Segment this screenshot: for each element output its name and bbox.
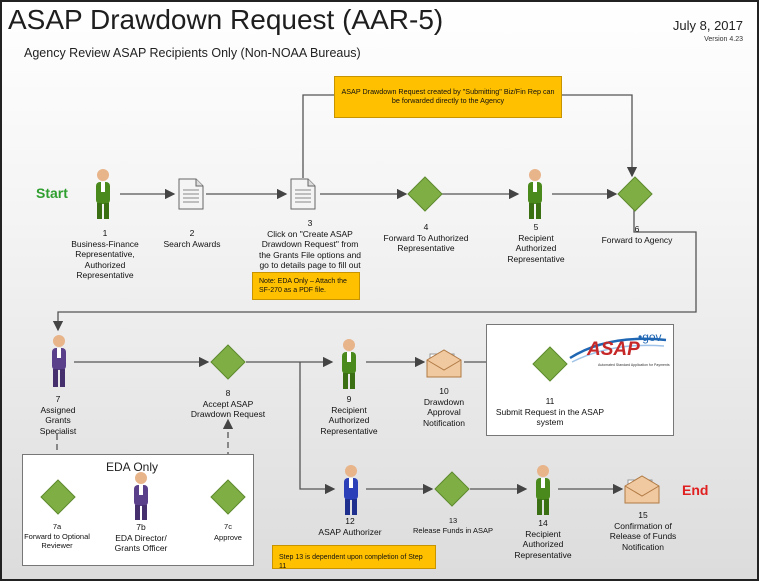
asap-system-box xyxy=(486,324,674,436)
step-10-label: 10 Drawdown Approval Notification xyxy=(422,386,466,428)
step-15-label: 15 Confirmation of Release of Funds Noti… xyxy=(609,510,677,552)
step-5-person-icon xyxy=(520,168,550,220)
step-7-person-icon xyxy=(44,334,74,388)
asap-logo-text: ASAP xyxy=(587,339,640,360)
step-13-label: 13 Release Funds in ASAP xyxy=(412,516,494,535)
asap-logo xyxy=(568,332,668,364)
step-7b-person-icon xyxy=(127,471,155,521)
eda-attachment-note: Note: EDA Only – Attach the SF-270 as a … xyxy=(252,272,360,300)
step-7b-label: 7b EDA Director/ Grants Officer xyxy=(114,522,168,553)
step-4-label: 4 Forward To Authorized Representative xyxy=(383,222,469,253)
bypass-note: ASAP Drawdown Request created by "Submit… xyxy=(334,76,562,118)
step-12-person-icon xyxy=(336,464,366,516)
step-9-label: 9 Recipient Authorized Representative xyxy=(320,394,378,436)
step-9-person-icon xyxy=(334,338,364,390)
step-11-decision-icon xyxy=(532,346,568,382)
step-7a-decision-icon xyxy=(40,479,76,515)
step-1-person-icon xyxy=(88,168,118,220)
step-7a-label: 7a Forward to Optional Reviewer xyxy=(24,522,90,550)
step-10-envelope-icon xyxy=(426,348,462,378)
step-13-dependency-note: Step 13 is dependent upon completion of … xyxy=(272,545,436,570)
asap-logo-gov: •gov xyxy=(638,330,662,344)
step-8-label: 8 Accept ASAP Drawdown Request xyxy=(190,388,266,419)
page-title: ASAP Drawdown Request (AAR-5) xyxy=(8,4,444,35)
step-14-label: 14 Recipient Authorized Representative xyxy=(514,518,572,560)
document-date: July 8, 2017 xyxy=(672,18,743,33)
page-subtitle: Agency Review ASAP Recipients Only (Non-… xyxy=(24,46,361,60)
step-7c-label: 7c Approve xyxy=(214,522,242,542)
asap-logo-tagline: Automated Standard Application for Payme… xyxy=(598,363,670,367)
eda-only-title: EDA Only xyxy=(106,460,159,474)
step-3-document-icon xyxy=(289,178,317,210)
step-8-decision-icon xyxy=(210,344,246,380)
step-7-label: 7 Assigned Grants Specialist xyxy=(39,394,77,436)
step-6-decision-icon xyxy=(617,176,653,212)
step-1-label: 1 Business-Finance Representative, Autho… xyxy=(71,228,139,280)
step-6-label: 6 Forward to Agency xyxy=(601,224,673,245)
step-12-label: 12 ASAP Authorizer xyxy=(318,516,382,537)
step-2-label: 2 Search Awards xyxy=(163,228,221,249)
arrow-8-12 xyxy=(299,362,336,495)
end-label: End xyxy=(682,482,709,498)
document-version: Version 4.23 xyxy=(704,36,743,43)
step-11-label: 11 Submit Request in the ASAP system xyxy=(495,396,605,427)
step-2-document-icon xyxy=(177,178,205,210)
step-13-decision-icon xyxy=(434,471,470,507)
arrow-6-7 xyxy=(52,210,697,332)
start-label: Start xyxy=(36,185,68,201)
step-7c-decision-icon xyxy=(210,479,246,515)
step-4-decision-icon xyxy=(407,176,443,212)
step-14-person-icon xyxy=(528,464,558,516)
step-15-envelope-icon xyxy=(624,474,660,504)
step-5-label: 5 Recipient Authorized Representative xyxy=(507,222,565,264)
